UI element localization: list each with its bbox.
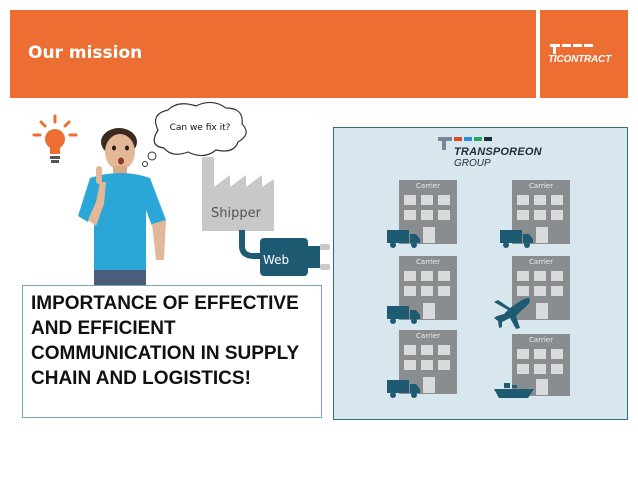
page-title: Our mission: [28, 43, 143, 63]
mission-callout: IMPORTANCE OF EFFECTIVE AND EFFICIENT CO…: [22, 285, 322, 418]
truck-icon: [500, 230, 533, 248]
transporeon-group: GROUP: [454, 158, 491, 169]
carrier-building: Carrier: [399, 180, 457, 244]
carrier-label: Carrier: [529, 182, 553, 190]
web-label: Web: [263, 253, 290, 267]
ship-icon: [494, 383, 534, 398]
speech-bubble: [142, 101, 247, 167]
person-illustration: [78, 128, 166, 285]
web-connection: [239, 230, 330, 276]
truck-icon: [387, 380, 420, 398]
carrier-label: Carrier: [416, 182, 440, 190]
logo-mark-icon: [550, 44, 593, 54]
logo: TICONTRACT: [540, 10, 628, 98]
airplane-icon: [494, 298, 530, 329]
transporeon-logo-icon: [438, 137, 492, 150]
truck-icon: [387, 306, 420, 324]
factory-icon: [202, 157, 274, 231]
shipper-label: Shipper: [211, 206, 261, 221]
carrier-building: Carrier: [512, 334, 570, 396]
mission-statement: IMPORTANCE OF EFFECTIVE AND EFFICIENT CO…: [31, 293, 299, 389]
carrier-network-panel: [333, 127, 628, 420]
carrier-label: Carrier: [529, 258, 553, 266]
carrier-label: Carrier: [416, 332, 440, 340]
carrier-building: Carrier: [512, 256, 570, 320]
truck-icon: [387, 230, 420, 248]
carrier-building: Carrier: [399, 330, 457, 394]
carrier-label: Carrier: [529, 336, 553, 344]
logo-text: TICONTRACT: [548, 54, 611, 65]
transporeon-name: TRANSPOREON: [454, 146, 542, 158]
carrier-label: Carrier: [416, 258, 440, 266]
lightbulb-icon: [32, 114, 78, 163]
header-bar: Our mission: [10, 10, 536, 98]
speech-bubble-text: Can we fix it?: [169, 123, 231, 133]
